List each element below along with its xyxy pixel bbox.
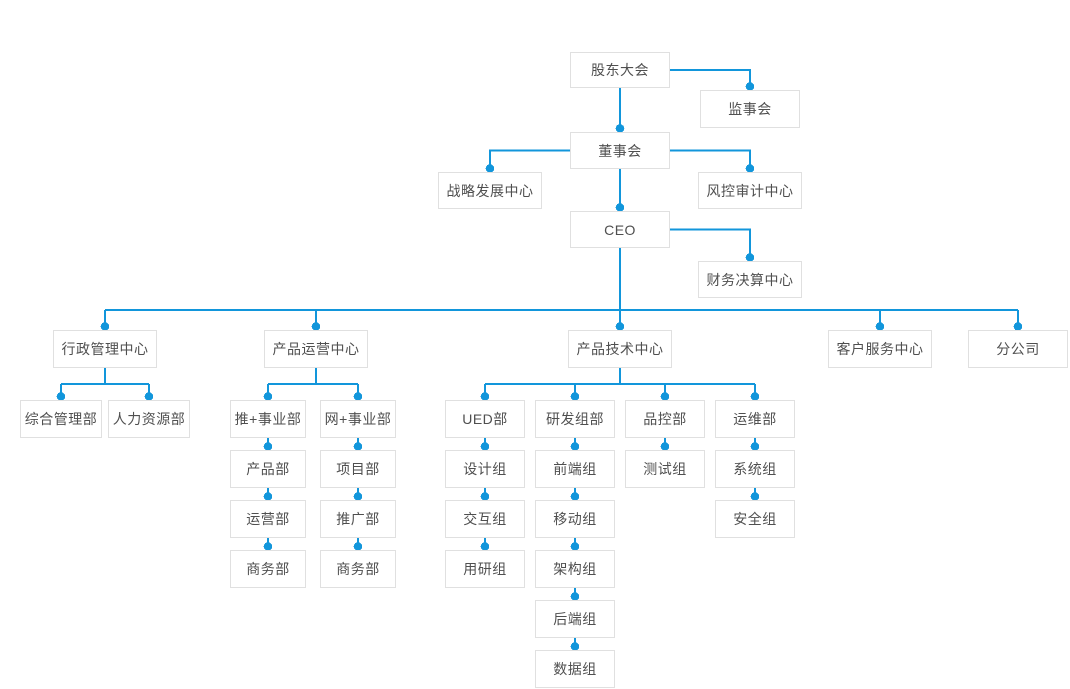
org-node-tech: 产品技术中心 (568, 330, 672, 368)
org-node-branch: 分公司 (968, 330, 1068, 368)
connector-dot (56, 392, 66, 401)
connector-dot (615, 203, 625, 212)
org-node-test: 测试组 (625, 450, 705, 488)
org-node-operation: 产品运营中心 (264, 330, 368, 368)
org-node-frontend: 前端组 (535, 450, 615, 488)
org-node-data_group: 数据组 (535, 650, 615, 688)
connector-dot (1013, 322, 1023, 331)
org-node-project: 项目部 (320, 450, 396, 488)
org-node-promo: 推广部 (320, 500, 396, 538)
org-node-biz2: 商务部 (320, 550, 396, 588)
org-node-system: 系统组 (715, 450, 795, 488)
connector-dot (263, 392, 273, 401)
connector-dot (875, 322, 885, 331)
connector-dot (144, 392, 154, 401)
org-node-risk: 风控审计中心 (698, 172, 802, 209)
connector-dot (660, 442, 670, 451)
org-node-qc: 品控部 (625, 400, 705, 438)
org-node-mobile: 移动组 (535, 500, 615, 538)
connector-dot (480, 442, 490, 451)
connector-dot (353, 542, 363, 551)
connector-dot (263, 442, 273, 451)
org-node-arch: 架构组 (535, 550, 615, 588)
connector-dot (353, 442, 363, 451)
connector-dot (570, 642, 580, 651)
connector-dot (100, 322, 110, 331)
connector-dot (660, 392, 670, 401)
org-node-yunying: 运营部 (230, 500, 306, 538)
org-node-ued: UED部 (445, 400, 525, 438)
connector-dot (745, 82, 755, 91)
connector-dot (480, 392, 490, 401)
connector-dot (745, 164, 755, 173)
org-node-hr: 人力资源部 (108, 400, 190, 438)
connector-dot (615, 322, 625, 331)
org-node-product: 产品部 (230, 450, 306, 488)
org-node-strategy: 战略发展中心 (438, 172, 542, 209)
org-node-interact: 交互组 (445, 500, 525, 538)
org-node-board: 董事会 (570, 132, 670, 169)
connector-dot (570, 542, 580, 551)
org-node-rd: 研发组部 (535, 400, 615, 438)
org-node-ceo: CEO (570, 211, 670, 248)
org-node-general: 综合管理部 (20, 400, 102, 438)
connector-dot (263, 492, 273, 501)
org-node-service: 客户服务中心 (828, 330, 932, 368)
connector-dot (353, 492, 363, 501)
org-node-biz1: 商务部 (230, 550, 306, 588)
connector-dot (480, 492, 490, 501)
org-node-finance: 财务决算中心 (698, 261, 802, 298)
org-node-admin: 行政管理中心 (53, 330, 157, 368)
connector-dot (570, 392, 580, 401)
org-node-supervisory: 监事会 (700, 90, 800, 128)
connector-dot (570, 442, 580, 451)
org-node-security: 安全组 (715, 500, 795, 538)
connector-dot (750, 392, 760, 401)
connector-dot (485, 164, 495, 173)
org-node-design: 设计组 (445, 450, 525, 488)
org-node-backend: 后端组 (535, 600, 615, 638)
org-node-shareholders: 股东大会 (570, 52, 670, 88)
org-node-wang: 网+事业部 (320, 400, 396, 438)
connector-dot (570, 492, 580, 501)
connector-dot (480, 542, 490, 551)
connector-dot (745, 253, 755, 262)
connector-dot (615, 124, 625, 133)
org-node-ops: 运维部 (715, 400, 795, 438)
org-node-research: 用研组 (445, 550, 525, 588)
connector-dot (750, 442, 760, 451)
connector-dot (750, 492, 760, 501)
connector-dot (570, 592, 580, 601)
org-node-tui: 推+事业部 (230, 400, 306, 438)
connector-dot (353, 392, 363, 401)
connector-dot (311, 322, 321, 331)
connector-dot (263, 542, 273, 551)
